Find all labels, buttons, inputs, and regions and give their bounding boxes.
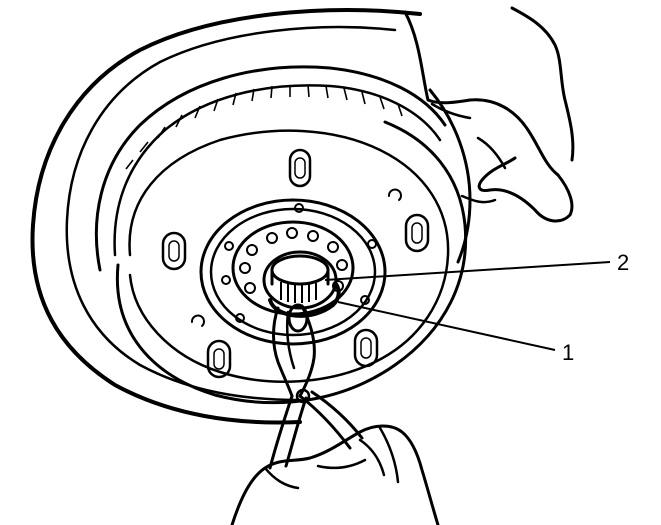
stud-slot-left (161, 231, 187, 271)
upper-hand (403, 6, 575, 223)
lower-hand-thumb (263, 466, 300, 490)
lower-hand-finger (378, 426, 400, 484)
wheel-stud-slots (161, 148, 430, 379)
drum-inner-wall (113, 84, 442, 257)
axle-splines (280, 282, 317, 303)
hub-nut (270, 254, 330, 286)
lower-hand-outline (230, 424, 440, 525)
hub-inner-ring (209, 207, 377, 337)
pliers-jaw-left (272, 306, 294, 398)
hub-ring-bolts (221, 203, 377, 323)
stud-slot-bottom-left (206, 339, 232, 379)
leader-line-1 (337, 301, 556, 351)
pliers-handle-left (268, 394, 294, 470)
upper-hand-thumb (460, 194, 497, 204)
lower-hand (230, 424, 440, 525)
upper-hand-wrist (510, 6, 575, 162)
lower-hand-knuckle-2 (358, 438, 386, 477)
upper-hand-finger-crease-1 (430, 102, 472, 120)
locating-holes (191, 188, 402, 327)
hub-flange-inner-outline (128, 129, 450, 383)
stud-slot-top (288, 148, 312, 188)
stud-slot-bottom-right (353, 328, 379, 368)
upper-hand-outline (403, 10, 574, 223)
callout-label-2: 2 (617, 250, 629, 275)
lower-hand-knuckle-1 (316, 458, 367, 470)
hub-nut-side (270, 268, 330, 286)
pliers-handle-right (298, 394, 352, 450)
stud-slot-right (404, 213, 430, 253)
drum-outer-wall (94, 65, 447, 272)
leader-line-2 (324, 261, 611, 281)
drum-hatching (125, 84, 403, 170)
brake-disc (30, 8, 472, 425)
snap-ring (268, 282, 341, 318)
hub-outer-ring (199, 198, 387, 346)
pliers-tip (287, 303, 309, 333)
callout-label-1: 1 (562, 340, 574, 365)
hub-flange-outline (115, 120, 468, 405)
disc-outer-edge (30, 8, 422, 425)
disc-outer-edge-inner-line (65, 25, 397, 402)
pliers-pivot (295, 388, 311, 404)
upper-hand-finger-crease-2 (476, 136, 507, 170)
callouts: 2 1 (324, 250, 629, 365)
